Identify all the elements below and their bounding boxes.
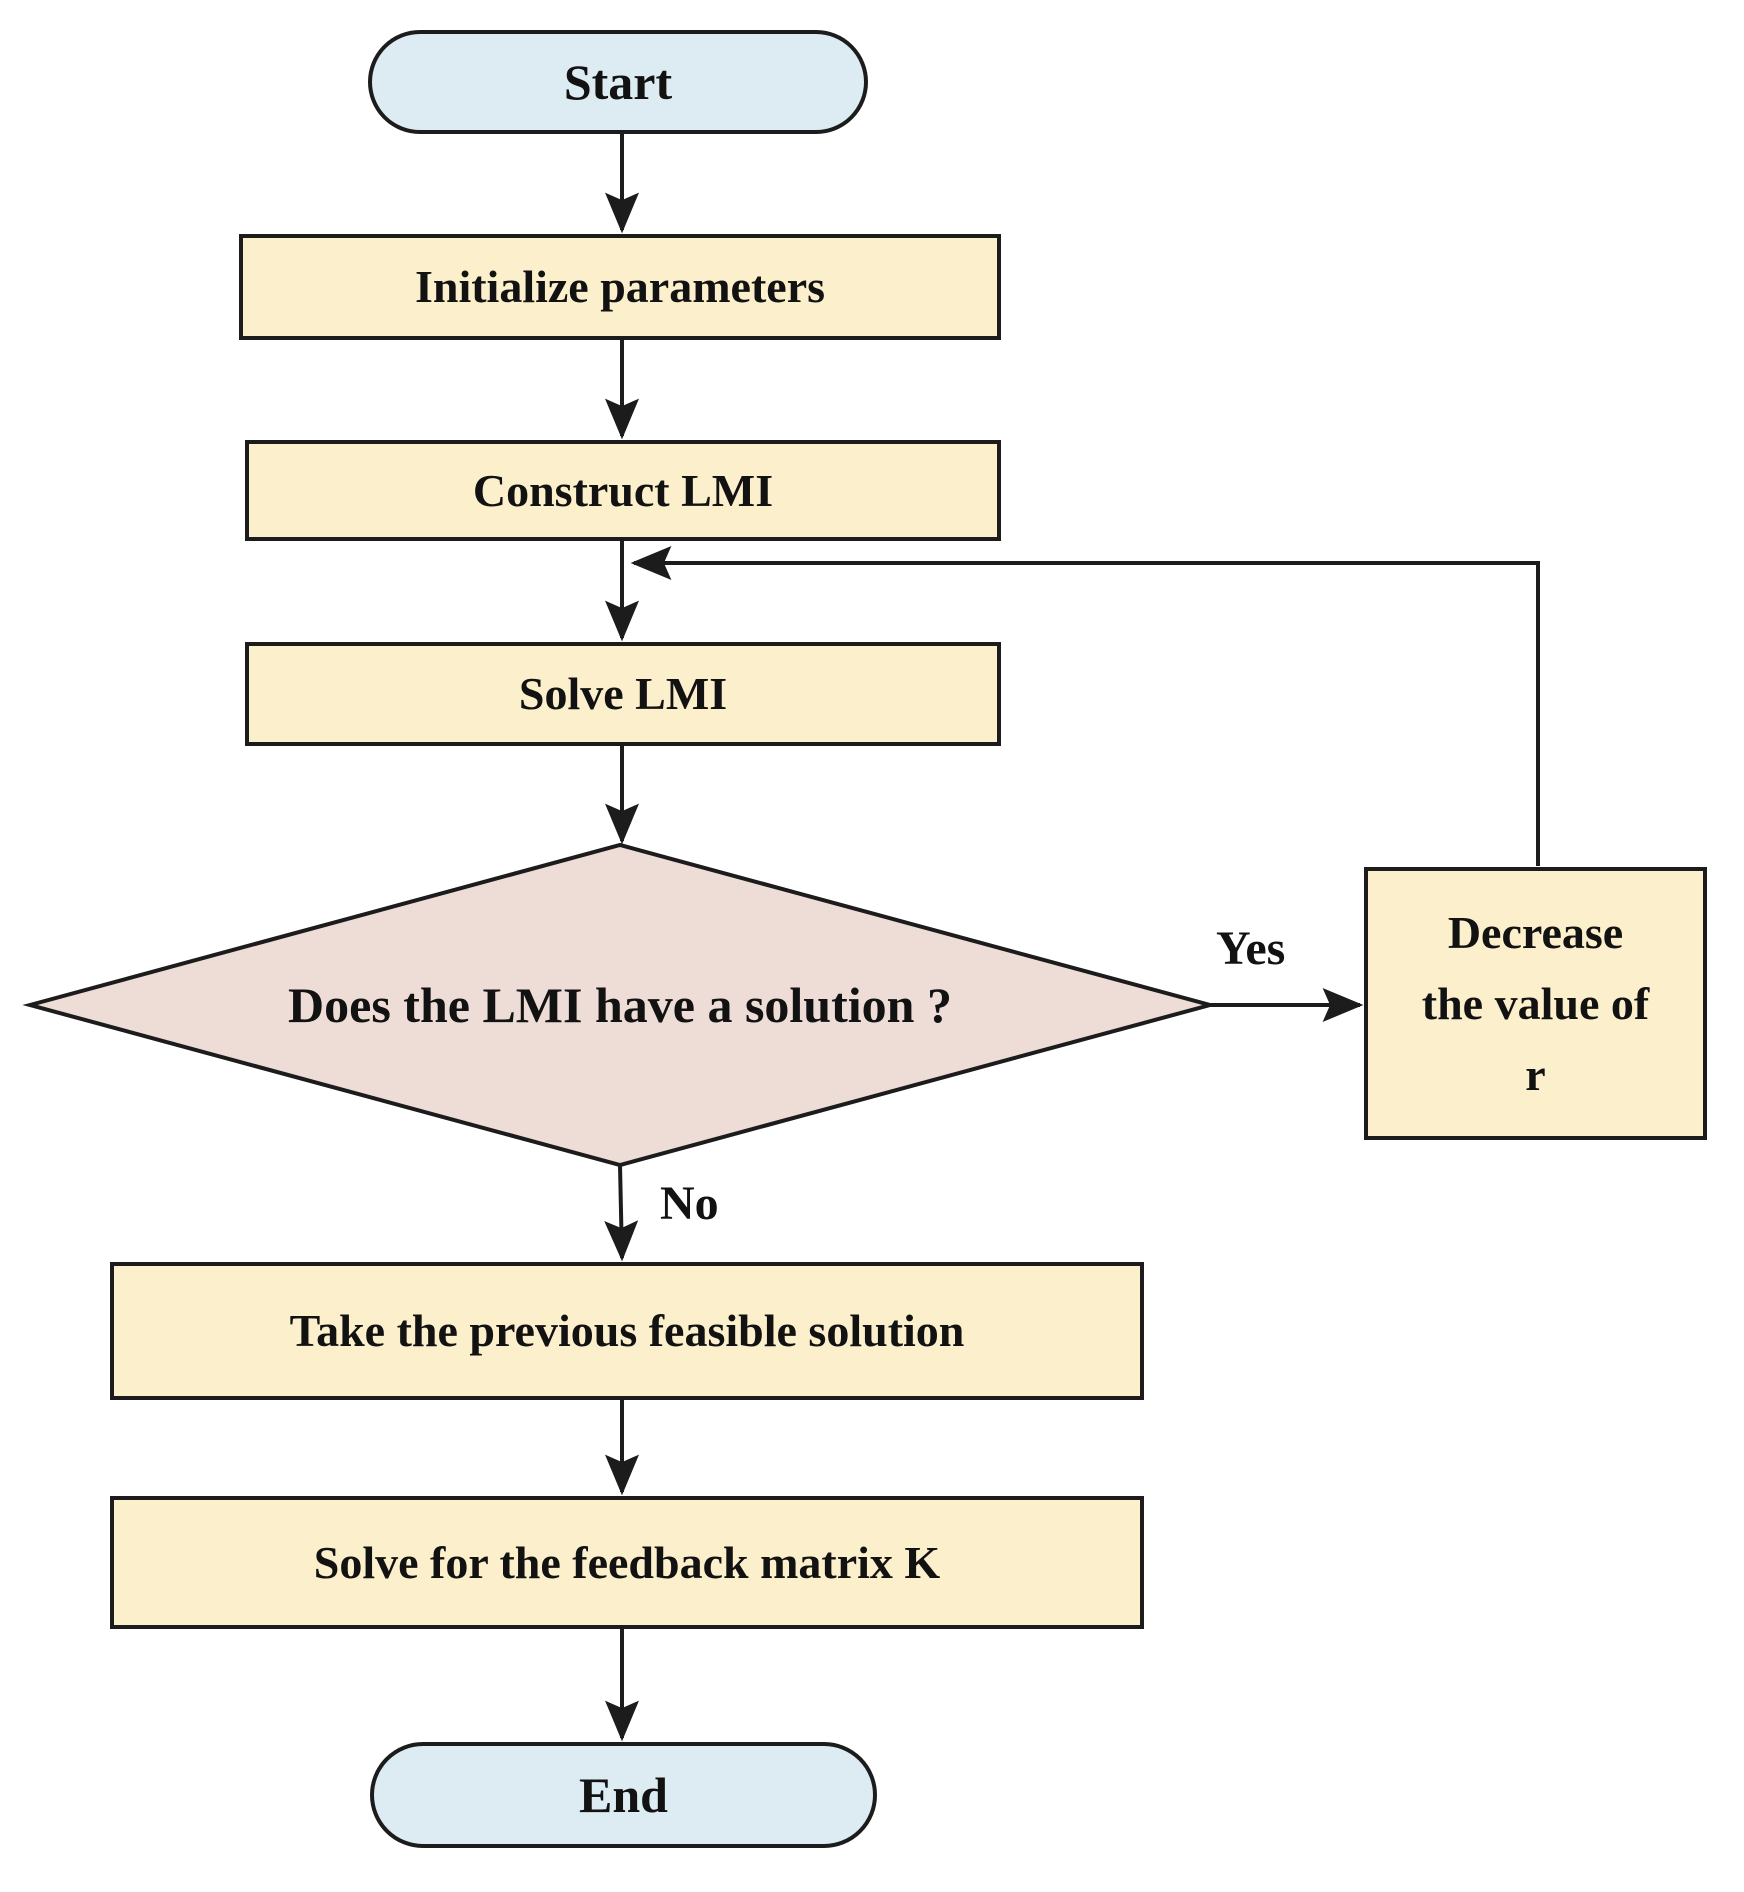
node-decrease-r: Decrease the value of r <box>1364 867 1707 1140</box>
node-end-label: End <box>579 1767 668 1823</box>
node-solve-feedback-matrix-label: Solve for the feedback matrix K <box>313 1536 941 1588</box>
edge-decision-take-no <box>604 1164 639 1262</box>
edge-label-yes: Yes <box>1216 922 1286 975</box>
node-decrease-r-line3: r <box>1525 1049 1546 1101</box>
node-end: End <box>370 1742 877 1848</box>
node-solve-feedback-matrix: Solve for the feedback matrix K <box>110 1496 1144 1629</box>
node-decrease-r-line1: Decrease <box>1447 906 1624 958</box>
node-take-previous-solution: Take the previous feasible solution <box>110 1262 1144 1400</box>
node-initialize-parameters: Initialize parameters <box>239 234 1001 340</box>
node-solve-lmi-label: Solve LMI <box>518 668 728 720</box>
node-decrease-r-line2: the value of <box>1421 977 1650 1029</box>
node-take-previous-solution-label: Take the previous feasible solution <box>289 1305 965 1357</box>
node-initialize-parameters-label: Initialize parameters <box>414 261 826 313</box>
edge-label-no: No <box>660 1177 719 1230</box>
node-start: Start <box>368 30 868 134</box>
node-solve-lmi: Solve LMI <box>245 642 1001 746</box>
node-decision-label: Does the LMI have a solution ? <box>288 977 952 1033</box>
node-construct-lmi-label: Construct LMI <box>472 464 774 516</box>
node-construct-lmi: Construct LMI <box>245 440 1001 541</box>
edge-feedback-loop <box>630 546 1540 866</box>
node-start-label: Start <box>563 54 673 110</box>
